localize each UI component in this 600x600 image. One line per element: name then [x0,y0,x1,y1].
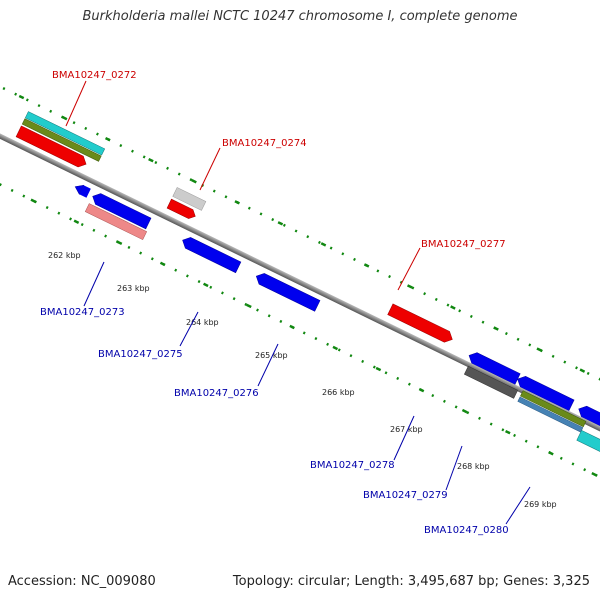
gene-0273-pink-track [84,203,148,241]
tick-label-263: 263 kbp [117,284,150,293]
gene-label-0275[interactable]: BMA10247_0275 [98,349,183,360]
inner-tick-track [0,166,600,493]
leader-0277 [397,247,421,291]
accession-text: Accession: NC_009080 [8,574,156,589]
gene-0278-darkgray-track [463,365,519,399]
gene-0276-arrow [255,273,321,312]
gene-label-0279[interactable]: BMA10247_0279 [363,490,448,501]
gene-0273-blue-arrow [92,193,152,230]
gene-0274-track-gray [172,187,207,211]
leader-0274 [199,147,221,191]
gene-0272-track-cyan [24,111,106,156]
gene-0279-steel-track [517,396,584,433]
gene-0279-blue-arrow [517,376,575,412]
map-title: Burkholderia mallei NCTC 10247 chromosom… [82,9,518,24]
inner-major-ticks [0,166,600,493]
gene-0272-arrow [15,125,87,168]
leader-0275 [179,311,199,347]
genome-summary-text: Topology: circular; Length: 3,495,687 bp… [232,574,590,589]
gene-0272-track-olive [21,118,102,162]
chromosome-backbone [0,117,600,464]
gene-0277-arrow [387,303,453,343]
leader-0279 [445,445,463,491]
gene-label-0278[interactable]: BMA10247_0278 [310,460,395,471]
gene-0280-cyan-track [576,429,600,467]
outer-tick-track [2,86,600,414]
outer-major-ticks [2,86,600,414]
gene-label-0273[interactable]: BMA10247_0273 [40,307,125,318]
gene-0280-blue-arrow [578,405,600,437]
tick-label-264: 264 kbp [186,318,219,327]
tick-label-262: 262 kbp [48,251,81,260]
leader-0273 [83,261,105,307]
tick-label-265: 265 kbp [255,351,288,360]
leader-0276 [257,343,279,387]
tick-label-268: 268 kbp [457,462,490,471]
leader-0278 [393,415,415,461]
gene-0279-olive-track [520,390,587,428]
gene-0278-blue-arrow [468,352,521,385]
gene-0275-arrow [182,237,242,274]
leader-0272 [65,80,87,127]
gene-label-0280[interactable]: BMA10247_0280 [424,525,509,536]
tick-label-266: 266 kbp [322,388,355,397]
gene-0274-arrow [166,198,196,219]
gene-label-0277[interactable]: BMA10247_0277 [421,239,506,250]
gene-label-0276[interactable]: BMA10247_0276 [174,388,259,399]
tick-label-267: 267 kbp [390,425,423,434]
gene-small-blue-body [79,185,91,198]
leader-0280 [505,486,531,525]
gene-label-0274[interactable]: BMA10247_0274 [222,138,307,149]
gene-label-0272[interactable]: BMA10247_0272 [52,70,137,81]
tick-label-269: 269 kbp [524,500,557,509]
